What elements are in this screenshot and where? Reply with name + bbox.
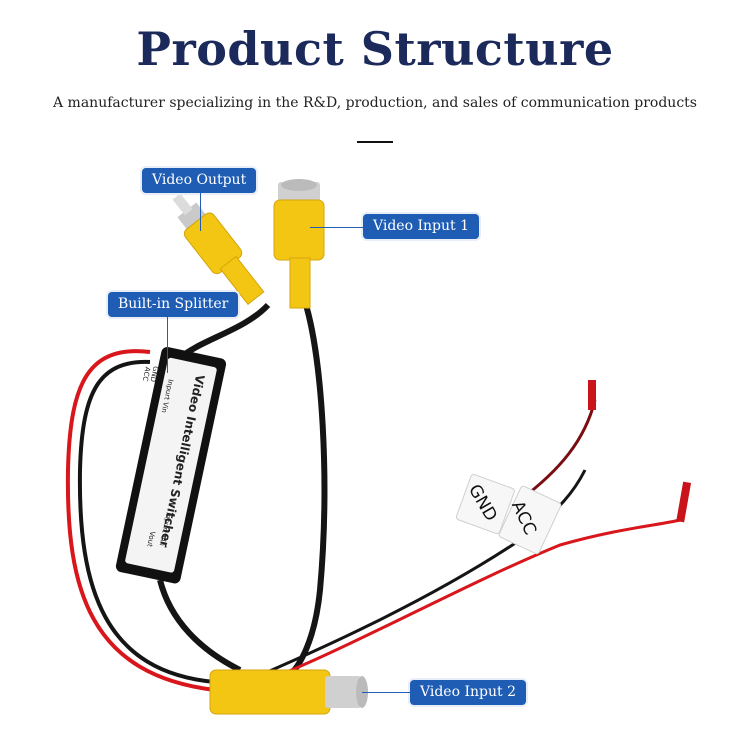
gnd-tag — [455, 473, 515, 535]
acc-tag — [498, 485, 562, 555]
cable-splitter-bottom — [157, 579, 242, 673]
leader-builtin-splitter — [167, 317, 168, 373]
splitter-module — [115, 346, 227, 584]
callout-builtin-splitter: Built-in Splitter — [108, 292, 239, 317]
rca-video-input-2 — [209, 669, 368, 715]
page-title: Product Structure — [136, 22, 614, 76]
rca-video-input-1 — [273, 179, 325, 309]
rca-video-output — [172, 193, 265, 305]
red-wire-left — [65, 349, 216, 692]
gnd-wire — [229, 469, 587, 690]
wire-tip-upper — [588, 380, 596, 410]
callout-video-input-2: Video Input 2 — [410, 680, 526, 705]
wire-tip-right — [676, 481, 692, 523]
leader-video-output — [200, 193, 201, 231]
callout-video-input-1: Video Input 1 — [363, 214, 479, 239]
leader-video-input-1 — [310, 227, 363, 228]
callout-video-output: Video Output — [142, 168, 257, 193]
leader-video-input-2 — [362, 692, 410, 693]
acc-wire-upper — [519, 399, 597, 502]
black-wire-left — [77, 359, 216, 684]
acc-wire — [229, 518, 681, 696]
page-subtitle: A manufacturer specializing in the R&D, … — [53, 95, 697, 111]
title-divider — [357, 141, 393, 143]
cable-video-input1 — [287, 304, 328, 678]
